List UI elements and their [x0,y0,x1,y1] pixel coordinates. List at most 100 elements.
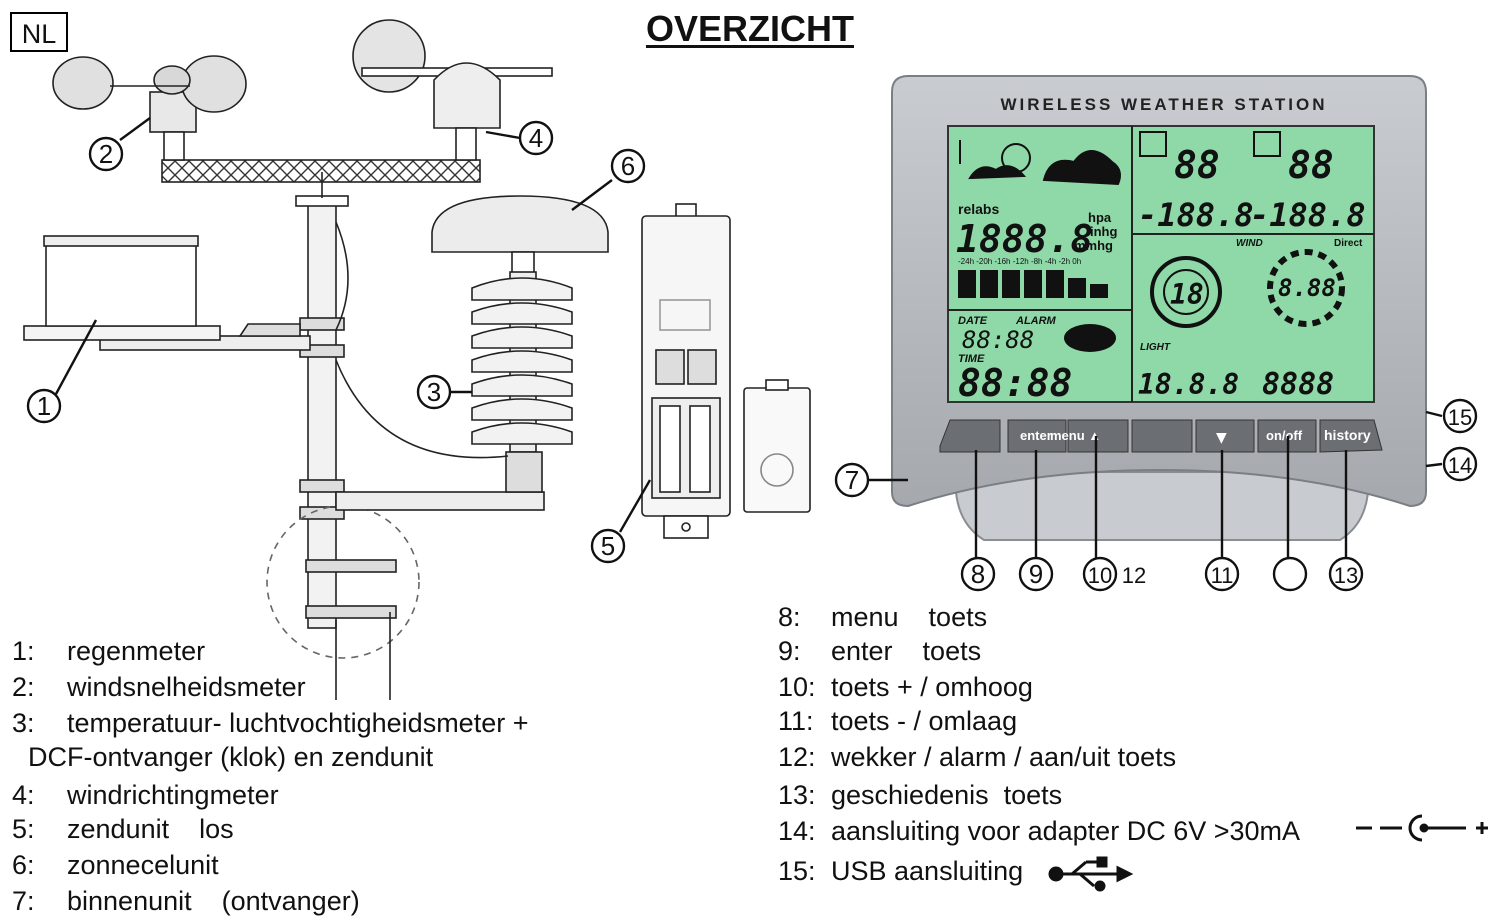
callout-5: 5 [590,528,626,564]
legend-left-item-text: temperatuur- luchtvochtigheidsmeter + [67,708,529,738]
callout-12: 12 [1122,563,1146,588]
button-menu-label: menu ▲ [1050,428,1101,443]
legend-right-item: 15:USB aansluiting [778,854,1023,888]
legend-left-item-number: 2: [12,672,35,702]
legend-right-item-text: toets + / omhoog [831,672,1033,702]
legend-right-item: 12: wekker / alarm / aan/uit toets [778,740,1176,774]
lcd-in-humidity: 88 [1174,143,1220,187]
lcd-date-label: DATE [958,315,988,327]
station-buttons: enter menu ▲ ▼ on/off history [939,419,1383,453]
callout-6: 6 [610,148,646,184]
callout-13: 13 [1328,556,1364,592]
legend-left-item-text: binnenunit (ontvanger) [67,886,360,916]
callout-number: 15 [1448,405,1472,430]
button-blank[interactable] [1131,419,1193,453]
callout-15: 15 [1442,398,1478,434]
callout-number: 2 [99,139,113,169]
callout-2: 2 [88,136,124,172]
legend-left-item-number: 3: [12,708,35,738]
legend-right-item-number: 13: [778,780,816,810]
button-down-label: ▼ [1216,430,1227,446]
callout-circle [416,374,452,410]
callout-circle [834,462,870,498]
legend-left-item-number: 6: [12,850,35,880]
callout-circle [1082,556,1118,592]
lcd-in-temp: -188.8 [1138,196,1254,234]
callout-4: 4 [518,120,554,156]
lcd-light: 18.8.8 [1138,368,1239,401]
legend-right-item-text: wekker / alarm / aan/uit toets [831,742,1177,772]
solar-cell [431,195,609,275]
legend-right-item-number: 10: [778,672,816,702]
lcd-history-bars [958,270,1108,298]
callout-number: 8 [971,559,985,589]
lcd-alarm-label: ALARM [1015,315,1057,327]
lcd-light-label: LIGHT [1140,342,1171,353]
callout-leaders [54,117,1443,558]
lcd-date: 88:88 [962,326,1034,354]
lcd-history-axis: -24h -20h -16h -12h -8h -4h -2h 0h [958,257,1081,266]
button-menu[interactable] [939,419,1001,453]
forecast-icons [959,140,1121,186]
legend-left: 1: regenmeter 2: windsnelheidsmeter 3: temper… [12,634,612,920]
legend-right-item: 10: toets + / omhoog [778,670,1033,704]
legend-right-item-number: 11: [778,706,814,736]
callout-circle [26,388,62,424]
callout-number: 5 [601,531,615,561]
legend-right-item-number: 15: [778,856,816,886]
callout-number: 11 [1211,563,1234,588]
legend-left-item: 2: windsnelheidsmeter [12,670,306,704]
legend-left-item-text: DCF-ontvanger (klok) en zendunit [28,742,434,772]
usb-icon [1048,856,1134,892]
callout-number: 13 [1334,563,1358,588]
callout-blank [1272,556,1308,592]
outdoor-sensor-assembly [23,19,609,700]
button-enter-menu[interactable]: enter menu ▲ [1007,419,1129,453]
lcd-pressure-label: relabs [958,201,999,217]
callout-9: 9 [1018,556,1054,592]
callout-number: 3 [427,377,441,407]
callout-3: 3 [416,374,452,410]
legend-right-item-number: 8: [778,602,801,632]
callout-circle [1018,556,1054,592]
lcd-pressure-unit-inhg: inhg [1090,224,1117,239]
lcd-wind-dir: 18 [1170,278,1204,311]
legend-left-item-text: zonnecelunit [67,850,219,880]
lcd-rain: 8888 [1262,367,1334,402]
callout-14: 14 [1442,446,1478,482]
callout-circle [88,136,124,172]
callout-circle [610,148,646,184]
callout-number: 12 [1122,563,1146,588]
legend-right-item: 13:geschiedenis toets [778,778,1062,812]
button-history[interactable]: history [1319,419,1383,453]
lcd-wind-label: WIND [1236,238,1263,249]
callout-circle [518,120,554,156]
button-on-off-label: on/off [1266,428,1303,443]
callout-circle [1272,556,1308,592]
legend-left-item-text: windsnelheidsmeter [67,672,306,702]
legend-right-item-text: toets - / omlaag [831,706,1018,736]
legend-left-item-number: 1: [12,636,35,666]
button-history-label: history [1324,427,1371,443]
page-title: OVERZICHT [645,8,854,49]
legend-right-item: 8: menu toets [778,600,987,634]
legend-right-item-number: 14: [778,816,816,846]
lcd-pressure: 1888.8 [956,217,1093,261]
lcd-wind-gauge [1150,256,1222,328]
transmitter-unit [641,203,811,539]
callout-10: 10 [1082,556,1118,592]
button-down[interactable]: ▼ [1195,419,1255,453]
legend-right-item-number: 12: [778,742,816,772]
legend-left-item: 5:zendunit los [12,812,234,846]
lcd-pressure-unit-hpa: hpa [1088,210,1112,225]
legend-left-item-text: windrichtingmeter [67,780,279,810]
lcd-out-temp: -188.8 [1250,196,1366,234]
legend-left-item-text: regenmeter [67,636,206,666]
legend-left-item: 3: temperatuur- luchtvochtigheidsmeter + [12,706,528,740]
lcd-pressure-unit-mmhg: mmhg [1074,238,1113,253]
lcd-direct-label: Direct [1334,238,1363,249]
legend-right-item: 9:enter toets [778,634,981,668]
legend-right-item-text: menu toets [831,602,988,632]
